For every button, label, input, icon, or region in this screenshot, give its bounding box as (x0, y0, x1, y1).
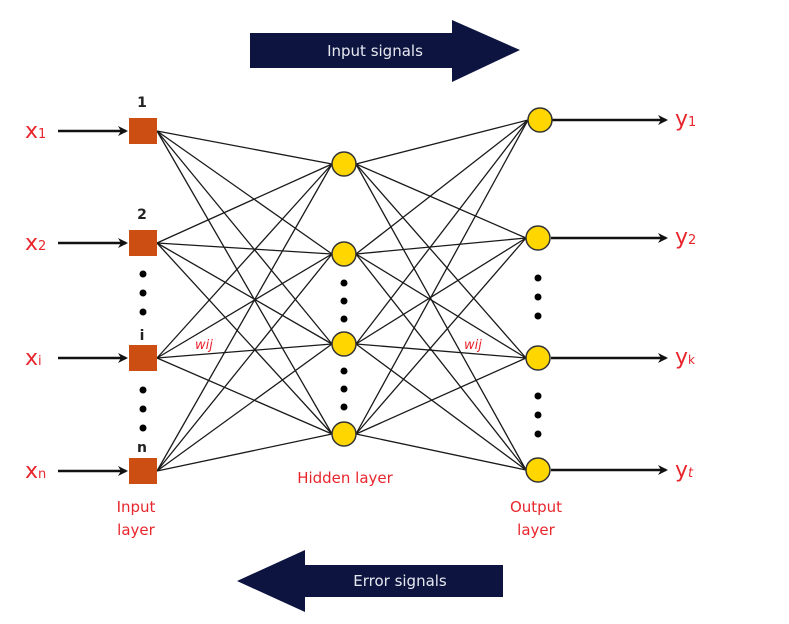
output-layer (525, 107, 553, 483)
hidden-node-3 (331, 331, 357, 357)
ellipsis-dot (534, 411, 542, 419)
output-node-1 (527, 107, 553, 133)
input-var-x1: x1 (25, 119, 46, 144)
edge-input-hidden (156, 163, 333, 244)
output-node-2 (525, 225, 551, 251)
edge-hidden-output (355, 237, 527, 345)
edge-hidden-output (355, 253, 527, 471)
edge-hidden-output (355, 119, 529, 165)
ellipsis-dot (534, 392, 542, 400)
output-layer-label-line1: Output (510, 498, 562, 516)
edge-input-hidden (156, 343, 333, 472)
error-signals-arrow-shape (237, 550, 503, 612)
edge-input-hidden (156, 433, 333, 472)
ellipsis-dot (139, 424, 147, 432)
ellipsis-dot (340, 367, 348, 375)
edge-input-hidden (156, 357, 333, 435)
ellipsis-dot (340, 385, 348, 393)
edge-hidden-output (355, 343, 527, 359)
edge-input-hidden (156, 242, 333, 255)
input-layer-label-line1: Input (117, 498, 156, 516)
error-signals-label: Error signals (353, 572, 447, 590)
edge-hidden-output (355, 163, 527, 359)
input-signals-arrow-shape (250, 20, 520, 82)
ellipsis-dot (139, 308, 147, 316)
ellipsis-dot (534, 274, 542, 282)
input-layer-label-line2: layer (117, 521, 155, 539)
edge-hidden-output (355, 163, 527, 471)
hidden-node-4 (331, 421, 357, 447)
output-node-k (525, 345, 551, 371)
ellipsis-dot (139, 289, 147, 297)
input-variables: x1 x2 xi xn (25, 119, 46, 484)
edge-hidden-output (355, 253, 527, 359)
input-node-index-1: 1 (137, 95, 147, 111)
input-node-n (129, 458, 157, 484)
edge-hidden-output (355, 119, 529, 345)
edge-input-hidden (156, 130, 333, 165)
error-signals-banner: Error signals (237, 550, 503, 612)
weight-label-hidden-output: wij (464, 338, 482, 353)
edge-input-hidden (156, 253, 333, 472)
edge-input-hidden (156, 242, 333, 435)
hidden-layer (331, 151, 357, 447)
ellipsis-dot (534, 430, 542, 438)
edge-hidden-output (355, 237, 527, 435)
edge-input-hidden (156, 130, 333, 435)
edge-input-hidden (156, 130, 333, 345)
ellipsis-dot (139, 270, 147, 278)
input-node-index-i: i (140, 328, 145, 344)
input-var-x2: x2 (25, 231, 46, 256)
input-var-xn: xn (25, 459, 46, 484)
edge-hidden-output (355, 433, 527, 471)
input-arrows (58, 126, 128, 476)
edge-hidden-output (355, 343, 527, 471)
edge-input-hidden (156, 130, 333, 255)
output-arrows (551, 115, 668, 475)
ellipsis-dot (340, 315, 348, 323)
ellipsis-dot (340, 279, 348, 287)
output-layer-label-line2: layer (517, 521, 555, 539)
connections (156, 119, 529, 472)
output-variables: y1 y2 yk yt (675, 107, 696, 483)
input-var-xi: xi (25, 346, 42, 371)
input-signals-banner: Input signals (250, 20, 520, 82)
ellipsis-dot (139, 386, 147, 394)
ellipsis-dot (534, 293, 542, 301)
input-node-index-n: n (137, 440, 147, 456)
edge-hidden-output (355, 119, 529, 255)
input-node-index-2: 2 (137, 207, 147, 223)
ellipsis-dot (340, 297, 348, 305)
edge-input-hidden (156, 253, 333, 359)
output-var-yk: yk (675, 345, 695, 370)
ellipsis-dot (139, 405, 147, 413)
output-node-t (525, 457, 551, 483)
edge-input-hidden (156, 343, 333, 359)
output-var-yt: yt (675, 458, 694, 483)
hidden-node-2 (331, 241, 357, 267)
input-node-i (129, 345, 157, 371)
edge-hidden-output (355, 357, 527, 435)
edge-hidden-output (355, 237, 527, 255)
ellipsis-dot (340, 403, 348, 411)
input-signals-label: Input signals (327, 42, 423, 60)
output-var-y1: y1 (675, 107, 696, 132)
edge-hidden-output (355, 119, 529, 435)
edge-input-hidden (156, 242, 333, 345)
input-layer: 1 2 i n (129, 95, 157, 484)
ellipsis-dot (534, 312, 542, 320)
edge-input-hidden (156, 163, 333, 472)
input-node-2 (129, 230, 157, 256)
weight-label-input-hidden: wij (195, 338, 213, 353)
hidden-layer-label: Hidden layer (297, 469, 393, 487)
hidden-node-1 (331, 151, 357, 177)
output-var-y2: y2 (675, 225, 696, 250)
input-node-1 (129, 118, 157, 144)
edge-hidden-output (355, 163, 527, 239)
edge-input-hidden (156, 163, 333, 359)
